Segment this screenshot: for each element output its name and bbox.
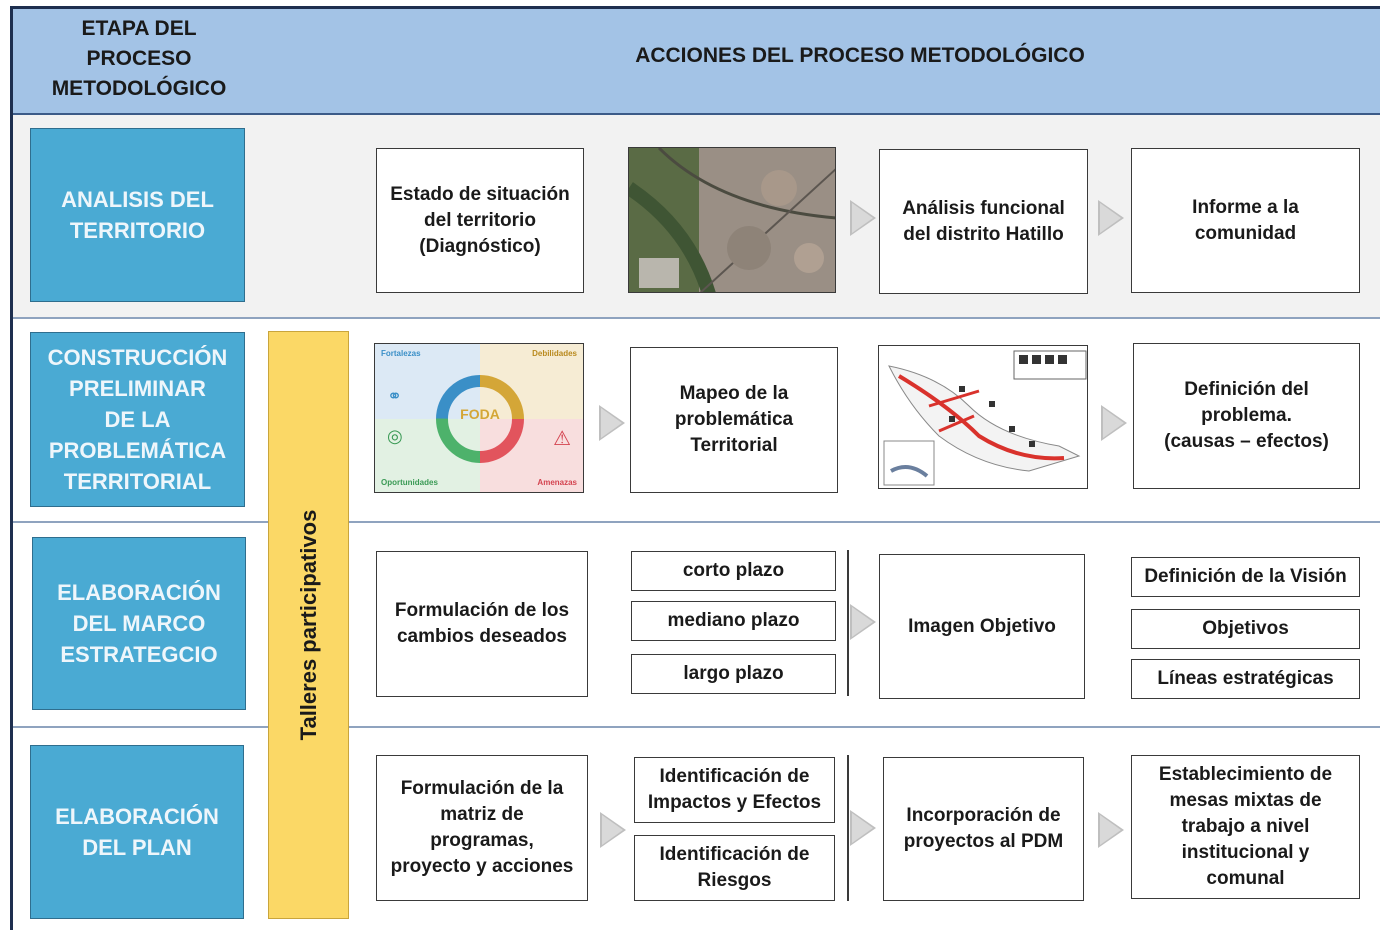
arrow-r3-1: [850, 604, 876, 640]
talleres-bar: Talleres participativos: [268, 331, 349, 919]
foda-fortalezas: Fortalezas: [381, 349, 421, 358]
box-formulacion-matriz: Formulación de la matriz de programas, p…: [376, 755, 588, 901]
box-incorporacion-proyectos: Incorporación de proyectos al PDM: [883, 757, 1084, 901]
bracket-line-r4: [847, 755, 849, 901]
foda-oportunidades: Oportunidades: [381, 478, 438, 487]
box-mediano-plazo: mediano plazo: [631, 601, 836, 641]
foda-amenazas: Amenazas: [537, 478, 577, 487]
left-border: [10, 6, 13, 930]
chain-icon: ⚭: [387, 386, 403, 406]
box-estado-situacion: Estado de situación del territorio (Diag…: [376, 148, 584, 293]
box-objetivos: Objetivos: [1131, 609, 1360, 649]
bracket-line-r3: [847, 550, 849, 696]
arrow-r4-1: [600, 812, 626, 848]
stage-marco: ELABORACIÓN DEL MARCO ESTRATEGCIO: [32, 537, 246, 710]
box-informe-comunidad: Informe a la comunidad: [1131, 148, 1360, 293]
stage-plan: ELABORACIÓN DEL PLAN: [30, 745, 244, 919]
map-image: [878, 345, 1088, 489]
talleres-label: Talleres participativos: [295, 509, 321, 741]
foda-ring-icon: [436, 375, 524, 463]
arrow-r1-2: [1098, 200, 1124, 236]
table-header: [13, 9, 1380, 115]
satellite-photo-icon: [629, 148, 835, 292]
foda-image: FODA Fortalezas Debilidades Oportunidade…: [374, 343, 584, 493]
foda-debilidades: Debilidades: [532, 349, 577, 358]
box-corto-plazo: corto plazo: [631, 551, 836, 591]
stage-construccion: CONSTRUCCIÓN PRELIMINAR DE LA PROBLEMÁTI…: [30, 332, 245, 507]
arrow-r4-3: [1098, 812, 1124, 848]
problem-map-icon: [883, 350, 1087, 486]
box-establecimiento-mesas: Establecimiento de mesas mixtas de traba…: [1131, 755, 1360, 899]
header-etapa: ETAPA DEL PROCESO METODOLÓGICO: [51, 17, 227, 100]
satellite-image: [628, 147, 836, 293]
box-formulacion-cambios: Formulación de los cambios deseados: [376, 551, 588, 697]
box-definicion-problema: Definición del problema. (causas – efect…: [1133, 343, 1360, 489]
box-lineas-estrategicas: Líneas estratégicas: [1131, 659, 1360, 699]
box-mapeo-problematica: Mapeo de la problemática Territorial: [630, 347, 838, 493]
header-acciones: ACCIONES DEL PROCESO METODOLÓGICO: [635, 44, 1085, 67]
box-analisis-funcional: Análisis funcional del distrito Hatillo: [879, 149, 1088, 294]
arrow-r2-1: [599, 405, 625, 441]
bulb-icon: ◎: [387, 426, 403, 446]
stage-analisis: ANALISIS DEL TERRITORIO: [30, 128, 245, 302]
arrow-r4-2: [850, 810, 876, 846]
arrow-r1-1: [850, 200, 876, 236]
box-imagen-objetivo: Imagen Objetivo: [879, 554, 1085, 699]
box-largo-plazo: largo plazo: [631, 654, 836, 694]
box-identificacion-riesgos: Identificación de Riesgos: [634, 835, 835, 901]
foda-center: FODA: [460, 406, 500, 422]
top-border: [10, 6, 1380, 9]
warning-icon: ⚠: [553, 428, 571, 450]
box-identificacion-impactos: Identificación de Impactos y Efectos: [634, 757, 835, 823]
box-definicion-vision: Definición de la Visión: [1131, 557, 1360, 597]
arrow-r2-2: [1101, 405, 1127, 441]
